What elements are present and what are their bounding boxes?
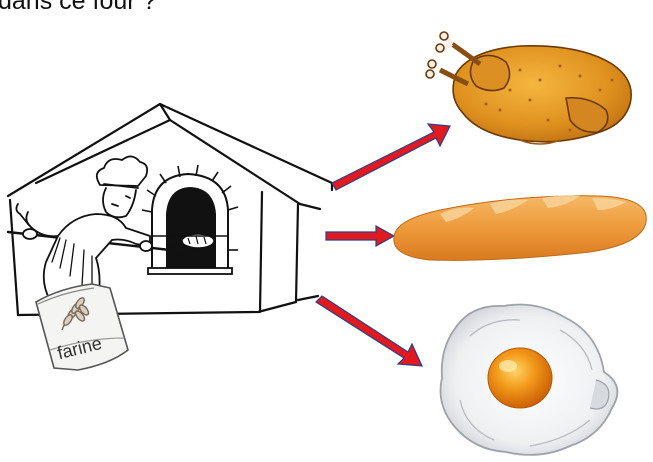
fried-egg-icon bbox=[441, 305, 618, 455]
baguette-icon bbox=[394, 195, 646, 260]
flour-bag-icon: farine bbox=[36, 284, 128, 370]
arrow-to-baguette bbox=[326, 226, 394, 246]
roast-chicken-icon bbox=[426, 32, 631, 144]
arrow-to-egg bbox=[316, 296, 422, 366]
arrow-to-chicken bbox=[332, 124, 450, 190]
oven-icon bbox=[142, 165, 238, 274]
